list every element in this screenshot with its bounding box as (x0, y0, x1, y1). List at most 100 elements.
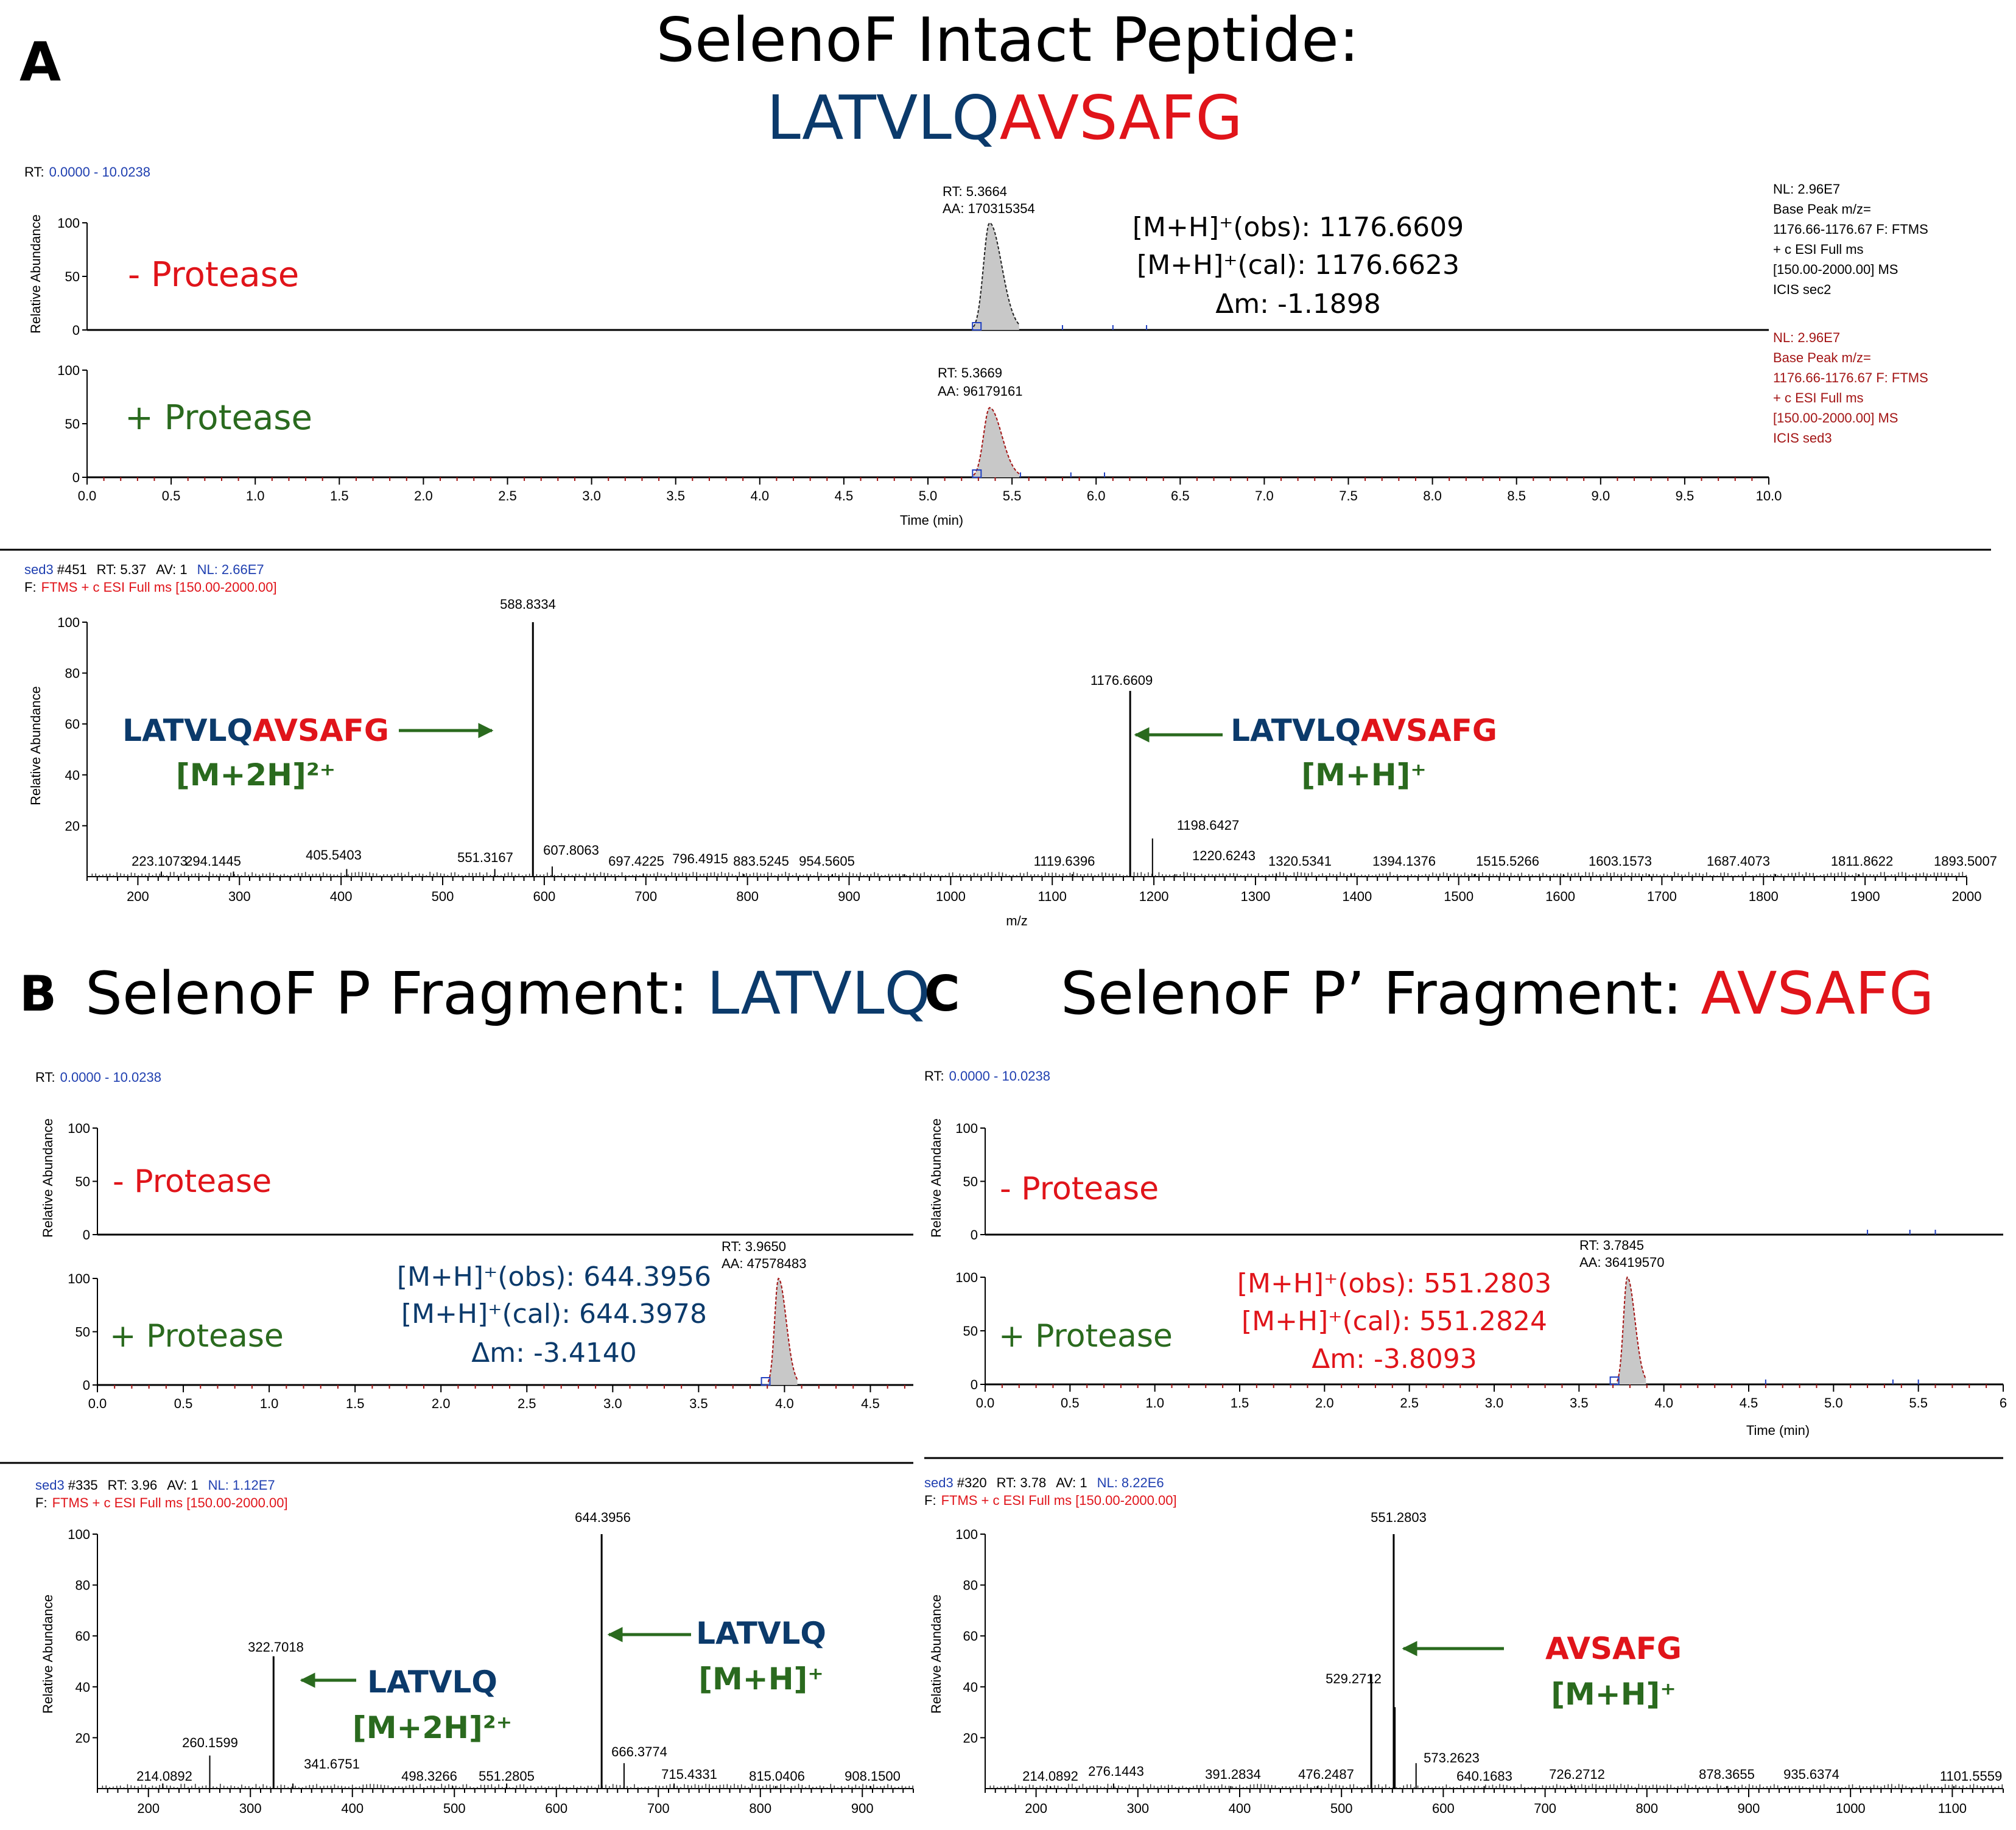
peak-rt-label: RT: 3.9650 (722, 1239, 786, 1254)
info-line: 1176.66-1176.67 F: FTMS (1773, 222, 1928, 237)
y-tick-label: 50 (963, 1323, 978, 1339)
x-tick-label: 1200 (1139, 889, 1169, 904)
panel-b-title: SelenoF P Fragment: LATVLQ (85, 959, 930, 1028)
peak-label: 1603.1573 (1589, 854, 1652, 869)
annotation-left-sequence: LATVLQAVSAFG (122, 713, 389, 748)
peak-aa-label: AA: 96179161 (938, 384, 1022, 399)
y-tick-label: 20 (76, 1730, 90, 1745)
annotation-b-sequence: LATVLQ (367, 1664, 497, 1700)
peak-label: 1198.6427 (1177, 818, 1239, 833)
peak-label: 1394.1376 (1372, 854, 1436, 869)
x-tick-label: 2.0 (414, 488, 433, 503)
peak-aa-label: AA: 36419570 (1579, 1255, 1664, 1270)
x-tick-label: 6 (2000, 1395, 2007, 1411)
condition-label-minus: - Protease (113, 1163, 272, 1200)
panel-c-rt-range: RT:0.0000 - 10.0238 (924, 1068, 1050, 1084)
y-tick-label: 50 (76, 1325, 90, 1340)
y-tick-label: 0 (72, 323, 80, 338)
peak-trace (767, 1277, 798, 1383)
y-tick-label: 40 (963, 1680, 978, 1695)
peak-rt-label: RT: 3.7845 (1579, 1238, 1644, 1253)
peak-aa-label: AA: 47578483 (722, 1256, 806, 1271)
info-line: NL: 2.96E7 (1773, 181, 1840, 197)
y-axis-label: Relative Abundance (929, 1118, 944, 1238)
y-tick-label: 50 (65, 416, 80, 432)
x-tick-label: 10.0 (1756, 488, 1782, 503)
peak-label: 588.8334 (500, 597, 556, 612)
condition-label-minus: - Protease (128, 255, 299, 295)
panel-a-letter: A (19, 30, 61, 93)
x-tick-label: 1400 (1342, 889, 1372, 904)
annotation-right-sequence: LATVLQAVSAFG (1231, 713, 1497, 748)
info-line: Base Peak m/z= (1773, 350, 1871, 365)
panel-b-letter: B (19, 966, 57, 1022)
y-tick-label: 100 (955, 1527, 978, 1542)
peak-label: 551.2803 (1371, 1510, 1427, 1525)
x-tick-label: 6.5 (1171, 488, 1190, 503)
condition-label-plus: + Protease (110, 1318, 284, 1355)
info-line: + c ESI Full ms (1773, 242, 1864, 257)
peak-label: 529.2712 (1326, 1671, 1382, 1686)
x-tick-label: 300 (228, 889, 251, 904)
x-tick-label: 900 (851, 1801, 874, 1816)
peak-label: 1811.8622 (1831, 854, 1893, 869)
info-line: 1176.66-1176.67 F: FTMS (1773, 370, 1928, 385)
spectrum-a-filter: F:FTMS + c ESI Full ms [150.00-2000.00] (24, 580, 277, 595)
y-tick-label: 100 (57, 615, 80, 630)
annotation-c-sequence: AVSAFG (1545, 1631, 1682, 1666)
x-tick-label: 200 (127, 889, 149, 904)
mh-obs: [M+H]⁺(obs): 1176.6609 (1133, 212, 1464, 243)
y-axis-label: Relative Abundance (40, 1594, 55, 1714)
peak-label: 954.5605 (799, 854, 855, 869)
x-tick-label: 1100 (1038, 889, 1067, 904)
peak-label: 276.1443 (1088, 1764, 1144, 1779)
x-tick-label: 9.5 (1676, 488, 1695, 503)
x-tick-label: 800 (749, 1801, 771, 1816)
x-tick-label: 1900 (1850, 889, 1880, 904)
x-tick-label: 700 (634, 889, 657, 904)
y-tick-label: 100 (955, 1121, 978, 1136)
panel-b-rt-range: RT:0.0000 - 10.0238 (35, 1070, 161, 1085)
peak-fill (973, 223, 1019, 330)
peak-label: 883.5245 (733, 854, 789, 869)
peak-label: 1101.5559 (1940, 1769, 2002, 1784)
x-tick-label: 600 (545, 1801, 567, 1816)
peak-label: 1176.6609 (1091, 673, 1153, 688)
peak-label: 815.0406 (749, 1769, 805, 1784)
peak-label: 498.3266 (401, 1769, 457, 1784)
x-tick-label: 3.5 (666, 488, 685, 503)
peak-fill (768, 1278, 798, 1385)
x-tick-label: 5.0 (1824, 1395, 1843, 1411)
x-tick-label: 1.5 (346, 1396, 365, 1411)
x-tick-label: 1.0 (246, 488, 265, 503)
peak-label: 1687.4073 (1707, 854, 1770, 869)
mh-cal: [M+H]⁺(cal): 551.2824 (1242, 1306, 1547, 1337)
peak-label: 715.4331 (661, 1767, 717, 1782)
x-tick-label: 8.0 (1423, 488, 1442, 503)
condition-label-minus: - Protease (1000, 1171, 1159, 1207)
condition-label-plus: + Protease (999, 1318, 1173, 1355)
panel-a-sequence: LATVLQAVSAFG (767, 82, 1243, 153)
peak-label: 260.1599 (182, 1735, 238, 1750)
peak-label: 391.2834 (1205, 1767, 1261, 1782)
x-tick-label: 7.5 (1339, 488, 1358, 503)
peak-fill (1617, 1277, 1646, 1384)
y-tick-label: 100 (68, 1271, 90, 1286)
x-tick-label: 8.5 (1507, 488, 1526, 503)
annotation-left-ion: [M+2H]²⁺ (176, 757, 335, 793)
delta-mass: Δm: -3.8093 (1312, 1344, 1477, 1375)
y-tick-label: 100 (955, 1270, 978, 1285)
x-tick-label: 1100 (1938, 1801, 1967, 1816)
peak-label: 476.2487 (1298, 1767, 1354, 1782)
x-tick-label: 1.0 (1145, 1395, 1164, 1411)
peak-label: 644.3956 (575, 1510, 631, 1525)
y-tick-label: 0 (83, 1227, 90, 1243)
x-tick-label: 500 (443, 1801, 466, 1816)
